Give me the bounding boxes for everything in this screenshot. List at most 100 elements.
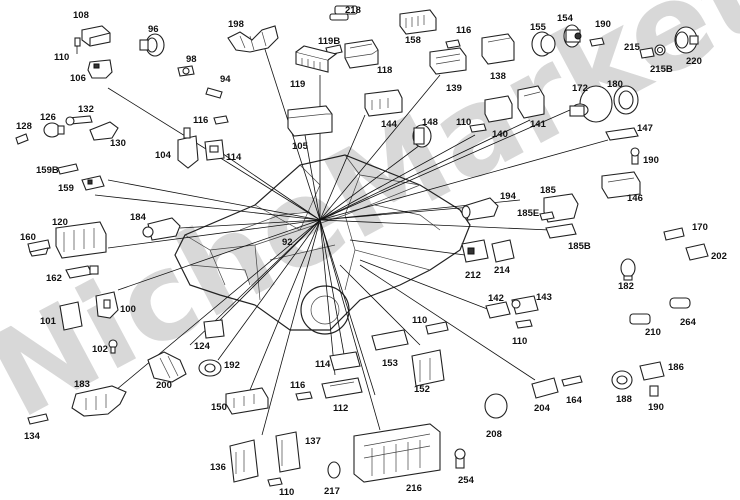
label-162: 162 xyxy=(46,273,62,284)
part-114-a xyxy=(204,139,225,161)
label-212: 212 xyxy=(465,270,481,281)
part-160 xyxy=(27,239,51,257)
part-198 xyxy=(227,25,279,53)
part-216 xyxy=(353,423,441,483)
part-144 xyxy=(364,89,403,117)
label-106: 106 xyxy=(70,73,86,84)
label-159: 159 xyxy=(58,183,74,194)
part-154 xyxy=(563,24,582,48)
part-164 xyxy=(561,375,583,387)
label-141: 141 xyxy=(530,119,547,130)
label-108: 108 xyxy=(73,10,89,21)
label-92: 92 xyxy=(282,237,293,248)
part-106 xyxy=(87,59,113,79)
label-143: 143 xyxy=(536,292,552,303)
part-185b xyxy=(545,223,577,239)
part-190-c xyxy=(649,385,659,397)
part-210 xyxy=(629,313,651,325)
label-215: 215 xyxy=(624,42,641,53)
label-96: 96 xyxy=(148,24,159,35)
label-217: 217 xyxy=(324,486,340,497)
part-162 xyxy=(65,265,99,279)
part-105 xyxy=(287,105,333,137)
part-220 xyxy=(674,26,699,54)
label-185b: 185B xyxy=(568,241,591,252)
part-150 xyxy=(225,387,269,415)
label-116-b: 116 xyxy=(193,115,208,126)
part-200 xyxy=(147,351,187,383)
label-104: 104 xyxy=(155,150,172,161)
part-146 xyxy=(601,171,641,199)
part-182 xyxy=(620,258,636,281)
part-159b xyxy=(57,163,79,175)
label-110-a: 110 xyxy=(54,52,69,63)
part-185e xyxy=(539,211,555,221)
part-124 xyxy=(203,319,225,339)
label-254: 254 xyxy=(458,475,475,486)
label-140: 140 xyxy=(492,129,508,140)
label-185e: 185E xyxy=(517,208,539,219)
label-147: 147 xyxy=(637,123,653,134)
label-190-b: 190 xyxy=(643,155,659,166)
label-152: 152 xyxy=(414,384,430,395)
part-142 xyxy=(485,301,511,319)
leader-lines xyxy=(94,39,609,436)
label-218: 218 xyxy=(345,5,361,16)
part-110-c xyxy=(425,321,449,335)
label-150: 150 xyxy=(211,402,227,413)
label-130: 130 xyxy=(110,138,126,149)
part-158 xyxy=(399,9,437,35)
label-100: 100 xyxy=(120,304,136,315)
part-128 xyxy=(15,133,29,145)
part-134 xyxy=(27,413,49,425)
label-139: 139 xyxy=(446,83,462,94)
label-188: 188 xyxy=(616,394,632,405)
label-185: 185 xyxy=(540,185,557,196)
label-120: 120 xyxy=(52,217,68,228)
label-138: 138 xyxy=(490,71,506,82)
label-190-a: 190 xyxy=(595,19,611,30)
part-183 xyxy=(71,385,127,417)
label-214: 214 xyxy=(494,265,511,276)
part-215b xyxy=(654,44,666,56)
label-264: 264 xyxy=(680,317,697,328)
label-124: 124 xyxy=(194,341,211,352)
label-183: 183 xyxy=(74,379,90,390)
part-94 xyxy=(205,87,223,99)
part-112 xyxy=(321,377,363,399)
label-208: 208 xyxy=(486,429,502,440)
label-164: 164 xyxy=(566,395,583,406)
part-208 xyxy=(484,393,508,419)
label-110-b: 110 xyxy=(456,117,471,128)
label-94: 94 xyxy=(220,74,231,85)
part-212 xyxy=(461,239,489,263)
part-180 xyxy=(613,85,639,115)
part-254 xyxy=(454,448,466,469)
label-137: 137 xyxy=(305,436,321,447)
label-105: 105 xyxy=(292,141,309,152)
label-128: 128 xyxy=(16,121,32,132)
part-194 xyxy=(461,197,499,221)
label-144: 144 xyxy=(381,119,398,130)
label-110-d: 110 xyxy=(512,336,527,347)
part-159 xyxy=(81,175,105,191)
label-155: 155 xyxy=(530,22,547,33)
label-98: 98 xyxy=(186,54,197,65)
part-98 xyxy=(177,65,195,77)
label-114-a: 114 xyxy=(226,152,242,163)
label-204: 204 xyxy=(534,403,551,414)
part-100 xyxy=(95,291,119,319)
part-116-b xyxy=(213,115,229,125)
label-200: 200 xyxy=(156,380,172,391)
label-210: 210 xyxy=(645,327,661,338)
label-194: 194 xyxy=(500,191,517,202)
label-148: 148 xyxy=(422,117,438,128)
part-110-e xyxy=(267,477,283,487)
part-170 xyxy=(663,227,685,241)
part-141 xyxy=(517,85,545,119)
label-136: 136 xyxy=(210,462,226,473)
label-159b: 159B xyxy=(36,165,59,176)
label-180: 180 xyxy=(607,79,623,90)
part-215 xyxy=(639,47,655,59)
